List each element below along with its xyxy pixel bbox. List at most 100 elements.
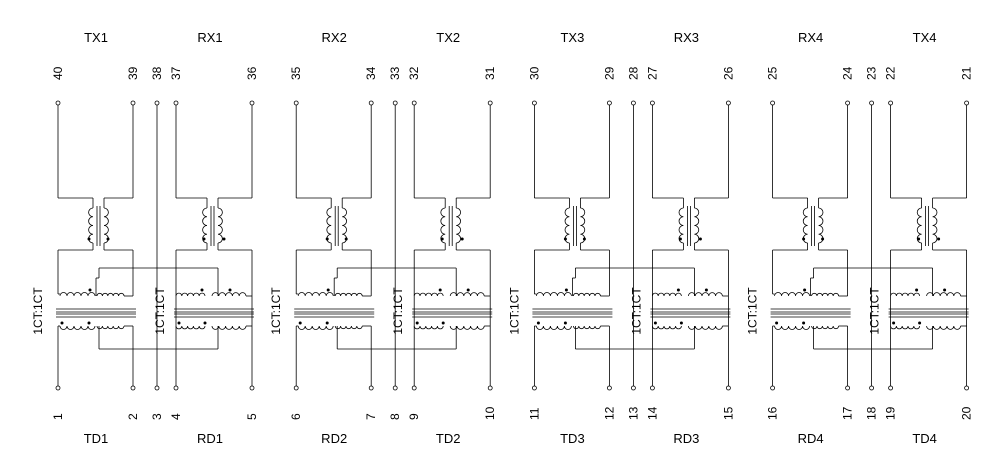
coil-upper-right-2 — [211, 292, 247, 297]
polarity-dot — [892, 321, 896, 325]
pin-terminal — [869, 385, 874, 391]
coil-lower-right — [334, 325, 363, 330]
polarity-dot — [918, 321, 922, 325]
ctl-choke-right — [342, 207, 347, 244]
pin-terminal — [770, 385, 775, 391]
pin-number-bottom: 14 — [645, 406, 659, 420]
coil-lower-left-2 — [413, 325, 444, 330]
pin-terminal — [531, 100, 537, 106]
port-label-top: TX3 — [560, 30, 584, 45]
pin-number-bottom: 15 — [721, 406, 735, 420]
port-label-top: TX2 — [436, 30, 460, 45]
polarity-dot — [325, 321, 329, 325]
coil-upper-left-2 — [651, 292, 682, 297]
port-label-bottom: TD4 — [912, 431, 937, 446]
coil-lower-left — [774, 325, 810, 330]
turns-ratio-label: 1CT:1CT — [269, 287, 283, 335]
pin-terminal — [173, 100, 179, 106]
polarity-dot — [802, 321, 806, 325]
coil-lower-right-2 — [449, 325, 485, 330]
port-label-top: TX4 — [913, 30, 937, 45]
port-label-bottom: RD1 — [197, 431, 223, 446]
polarity-dot — [775, 321, 779, 325]
coil-lower-right — [96, 325, 125, 330]
pin-number-bottom: 13 — [626, 406, 640, 420]
coil-lower-right — [572, 325, 601, 330]
pin-number-top: 34 — [364, 66, 378, 80]
pin-terminal — [55, 385, 61, 391]
turns-ratio-label: 1CT:1CT — [391, 287, 405, 335]
pin-number-top: 31 — [483, 66, 497, 80]
ctr-choke-right — [456, 207, 461, 244]
turns-ratio-label: 1CT:1CT — [868, 287, 882, 335]
pin-number-top: 27 — [645, 66, 659, 80]
port-label-bottom: TD2 — [436, 431, 461, 446]
pin-number-bottom: 4 — [169, 413, 183, 420]
polarity-dot — [802, 237, 806, 241]
polarity-dot — [653, 321, 657, 325]
polarity-dot — [60, 321, 64, 325]
pin-terminal — [531, 385, 537, 391]
pin-terminal — [130, 100, 136, 106]
turns-ratio-label: 1CT:1CT — [153, 287, 167, 335]
pin-terminal — [392, 385, 398, 391]
coil-upper-right-2 — [449, 292, 485, 297]
turns-ratio-label: 1CT:1CT — [746, 287, 760, 335]
pin-number-bottom: 1 — [51, 413, 65, 420]
polarity-dot — [438, 288, 442, 292]
pin-terminal — [55, 100, 61, 106]
polarity-dot — [106, 237, 110, 241]
pin-number-bottom: 3 — [150, 413, 164, 420]
pin-number-top: 32 — [407, 66, 421, 80]
pin-number-top: 39 — [126, 66, 140, 80]
pin-number-top: 35 — [289, 66, 303, 80]
pin-terminal — [487, 385, 493, 391]
pin-terminal — [845, 385, 850, 391]
polarity-dot — [326, 288, 330, 292]
pin-terminal — [368, 385, 374, 391]
polarity-dot — [803, 288, 807, 292]
pin-terminal — [368, 100, 374, 106]
polarity-dot — [915, 288, 919, 292]
pin-number-top: 36 — [245, 66, 259, 80]
polarity-dot — [676, 288, 680, 292]
coil-upper-right-2 — [926, 292, 961, 297]
port-label-top: RX4 — [798, 30, 823, 45]
port-label-bottom: TD1 — [84, 431, 109, 446]
pin-terminal — [154, 100, 160, 106]
port-label-top: TX1 — [84, 30, 108, 45]
pin-number-top: 30 — [527, 66, 541, 80]
pin-number-bottom: 16 — [766, 406, 780, 420]
polarity-dot — [917, 237, 921, 241]
pin-terminal — [249, 100, 255, 106]
polarity-dot — [203, 321, 207, 325]
polarity-dot — [177, 321, 181, 325]
port-label-top: RX2 — [322, 30, 347, 45]
polarity-dot — [678, 237, 682, 241]
port-label-bottom: TD3 — [560, 431, 585, 446]
pin-number-bottom: 19 — [884, 406, 898, 420]
pin-number-top: 38 — [150, 66, 164, 80]
pin-terminal — [411, 385, 417, 391]
pin-number-top: 40 — [51, 66, 65, 80]
pin-number-top: 22 — [884, 66, 898, 80]
pin-number-top: 23 — [865, 66, 879, 80]
pin-number-bottom: 2 — [126, 413, 140, 420]
ctr-choke-left — [916, 207, 922, 244]
port-label-top: RX1 — [197, 30, 222, 45]
coil-upper-left-2 — [413, 292, 444, 297]
coil-upper-right — [334, 292, 363, 297]
pin-terminal — [293, 385, 299, 391]
pin-number-bottom: 5 — [245, 413, 259, 420]
pin-number-top: 33 — [388, 66, 402, 80]
polarity-dot — [344, 237, 348, 241]
coil-upper-left — [59, 292, 96, 297]
polarity-dot — [536, 321, 540, 325]
coil-upper-right — [96, 292, 125, 297]
pin-number-top: 26 — [721, 66, 735, 80]
coil-lower-left — [535, 325, 572, 330]
polarity-dot — [821, 237, 825, 241]
polarity-dot — [943, 288, 947, 292]
